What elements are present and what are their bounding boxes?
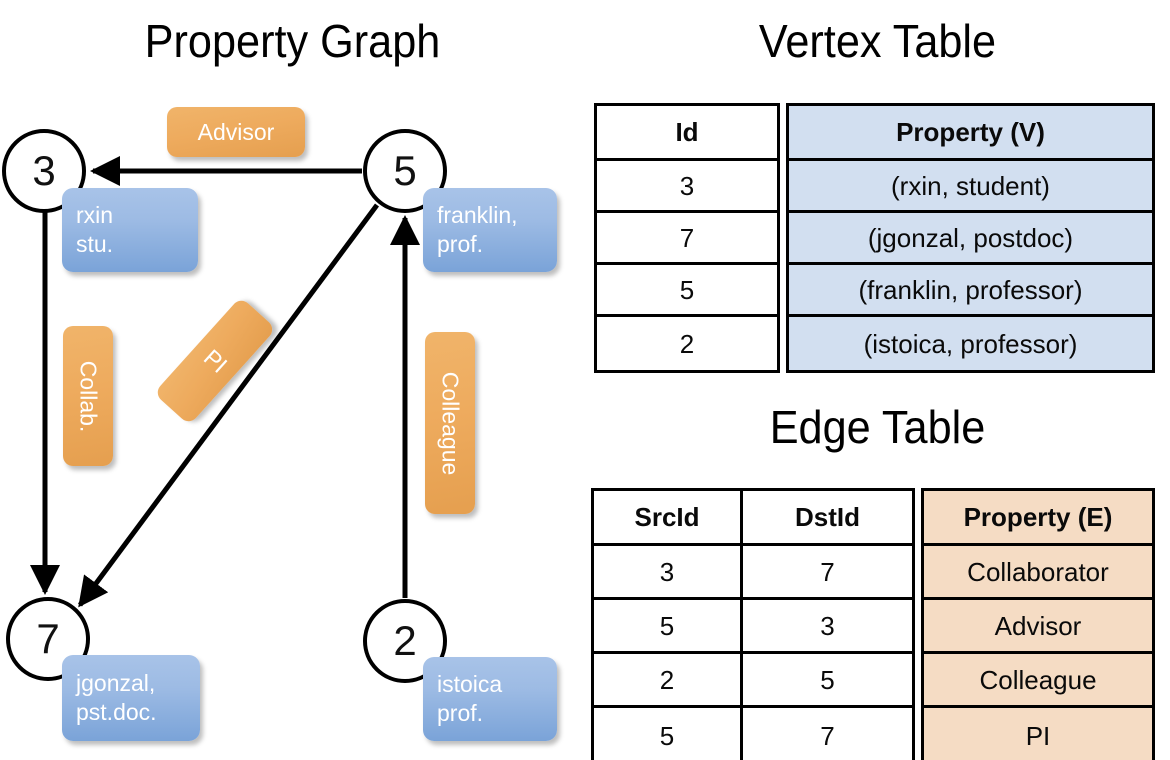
graph-node-2[interactable]: 2	[363, 599, 447, 683]
edge-table-property-column: Property (E) Collaborator Advisor Collea…	[921, 488, 1155, 760]
vertex-table-cell-id: 3	[597, 161, 777, 213]
vertex-table-cell-property: (franklin, professor)	[789, 265, 1152, 317]
edge-table-cell-srcid: 5	[594, 708, 740, 760]
edge-table-cell-property: Advisor	[924, 600, 1152, 654]
node-property-box-2: istoica prof.	[423, 657, 557, 741]
edge-table-dstid-column: DstId 7 3 5 7	[740, 488, 915, 760]
edge-table-cell-srcid: 2	[594, 654, 740, 708]
edge-label-advisor: Advisor	[167, 107, 305, 157]
vertex-table-cell-property: (jgonzal, postdoc)	[789, 213, 1152, 265]
edge-table-cell-property: Colleague	[924, 654, 1152, 708]
graph-node-7[interactable]: 7	[6, 597, 90, 681]
vertex-table-cell-property: (istoica, professor)	[789, 317, 1152, 370]
node-property-box-5: franklin, prof.	[423, 188, 557, 272]
edge-label-text: Advisor	[197, 118, 275, 145]
page-title-vertex-table: Vertex Table	[758, 15, 997, 67]
vertex-table-cell-id: 7	[597, 213, 777, 265]
node-property-box-7: jgonzal, pst.doc.	[62, 655, 200, 741]
edge-label-colleague: Colleague	[425, 332, 475, 514]
edge-table-cell-dstid: 7	[743, 546, 912, 600]
vertex-table-cell-id: 5	[597, 265, 777, 317]
node-property-line: franklin,	[437, 201, 518, 228]
edge-table-header-dstid: DstId	[743, 491, 912, 546]
edge-table-cell-property: Collaborator	[924, 546, 1152, 600]
edge-label-collab: Collab.	[63, 326, 113, 466]
edge-5-to-7	[77, 203, 380, 608]
edge-table-cell-dstid: 7	[743, 708, 912, 760]
edge-table-cell-property: PI	[924, 708, 1152, 760]
node-property-line: prof.	[437, 700, 484, 726]
edge-table-header-srcid: SrcId	[594, 491, 740, 546]
node-property-line: prof.	[437, 231, 484, 257]
page-title-property-graph: Property Graph	[144, 15, 441, 67]
graph-edges-svg	[30, 156, 420, 608]
node-property-line: pst.doc.	[76, 699, 157, 725]
edge-table-cell-srcid: 3	[594, 546, 740, 600]
node-property-line: stu.	[76, 231, 114, 257]
vertex-table-cell-id: 2	[597, 317, 777, 370]
edge-table-srcid-column: SrcId 3 5 2 5	[591, 488, 743, 760]
vertex-table-header-id: Id	[597, 106, 777, 161]
graph-node-3[interactable]: 3	[2, 129, 86, 213]
page-title-edge-table: Edge Table	[769, 401, 986, 453]
edge-table-header-property: Property (E)	[924, 491, 1152, 546]
vertex-table-id-column: Id 3 7 5 2	[594, 103, 780, 373]
edge-table-cell-dstid: 5	[743, 654, 912, 708]
edge-table-cell-dstid: 3	[743, 600, 912, 654]
node-property-line: istoica	[437, 670, 503, 697]
node-property-line: rxin	[76, 201, 114, 228]
property-graph-diagram: 3 5 7 2 rxin stu. franklin, prof. jgonza…	[2, 107, 557, 741]
vertex-table-cell-property: (rxin, student)	[789, 161, 1152, 213]
vertex-table-property-column: Property (V) (rxin, student) (jgonzal, p…	[786, 103, 1155, 373]
vertex-table-header-property: Property (V)	[789, 106, 1152, 161]
node-property-box-3: rxin stu.	[62, 188, 198, 272]
node-property-line: jgonzal,	[76, 669, 156, 696]
edge-table-cell-srcid: 5	[594, 600, 740, 654]
